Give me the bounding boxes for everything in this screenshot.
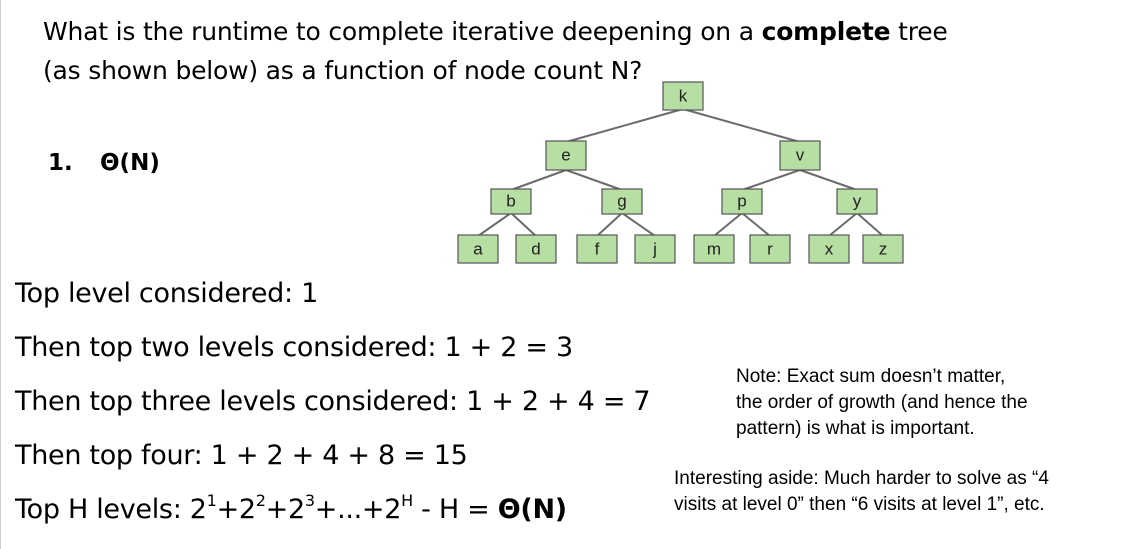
aside-line-1: Interesting aside: Much harder to solve … [674,468,1049,489]
tree-node-f: f [576,234,618,264]
tree-node-k: k [662,81,704,111]
edge-y-x [828,212,858,237]
step-5: Top H levels: 21+22+23+...+2H - H = Θ(N) [15,491,567,526]
tree-node-label: v [796,146,805,165]
note-line-1: Note: Exact sum doesn’t matter, [736,366,1006,387]
edge-k-v [682,108,801,143]
slide-left-border [0,0,1,549]
tree-node-j: j [634,234,676,264]
tree-node-x: x [808,234,850,264]
tree-node-g: g [601,188,643,215]
step-5-t4: - H = [412,494,498,525]
tree-node-e: e [545,140,587,171]
edge-b-a [477,212,512,237]
tree-node-d: d [515,234,557,264]
note-box: Note: Exact sum doesn’t matter, the orde… [736,364,1028,442]
step-5-t2: +2 [265,494,306,525]
step-1: Top level considered: 1 [15,278,318,309]
step-5-t1: +2 [216,494,257,525]
tree-node-label: e [561,146,570,165]
step-5-t3: +...+2 [314,494,402,525]
tree-node-label: k [679,87,688,106]
step-5-sup1: 1 [206,491,217,510]
answer-option: 1. Θ(N) [48,147,160,179]
answer-text: Θ(N) [100,150,160,176]
tree-node-v: v [779,140,821,171]
step-5-sup4: H [401,491,413,510]
edge-g-j [621,212,656,237]
tree-node-label: r [767,240,773,259]
note-line-2: the order of growth (and hence the [736,392,1028,413]
edge-k-e [565,108,684,143]
question-bold-word: complete [761,17,891,46]
tree-node-y: y [836,188,878,215]
question-part2: tree [890,17,948,46]
edge-v-p [741,169,801,191]
tree-node-m: m [693,234,735,264]
edge-y-z [856,212,884,237]
edge-e-b [510,169,567,191]
tree-node-label: b [506,192,515,211]
tree-node-b: b [490,188,532,215]
step-2: Then top two levels considered: 1 + 2 = … [15,332,573,363]
tree-node-label: a [473,240,483,259]
answer-number: 1. [48,150,73,176]
tree-nodes: k e v b g p y a [457,81,904,264]
tree-node-label: g [617,192,626,211]
tree-edges [477,108,884,237]
aside-line-2: visits at level 0” then “6 visits at lev… [674,494,1045,515]
tree-node-p: p [721,188,763,215]
tree-node-label: z [879,240,888,259]
tree-node-label: j [652,240,657,259]
question-line2: (as shown below) as a function of node c… [43,56,643,85]
step-4: Then top four: 1 + 2 + 4 + 8 = 15 [15,440,468,471]
edge-e-g [565,169,623,191]
tree-node-label: d [531,240,540,259]
tree-node-label: x [825,240,834,259]
edge-b-d [510,212,537,237]
tree-node-r: r [749,234,791,264]
step-5-sup2: 2 [255,491,266,510]
tree-node-label: y [853,192,862,211]
tree-node-a: a [457,234,499,264]
step-5-prefix: Top H levels: 2 [15,494,207,525]
question-part1: What is the runtime to complete iterativ… [43,17,762,46]
question-text: What is the runtime to complete iterativ… [43,12,1003,90]
tree-node-label: f [595,240,600,259]
edge-g-f [596,212,623,237]
aside-box: Interesting aside: Much harder to solve … [674,466,1049,518]
note-line-3: pattern) is what is important. [736,418,975,439]
step-5-result: Θ(N) [497,494,567,525]
tree-node-label: p [737,192,746,211]
tree-node-label: m [707,240,721,259]
edge-p-r [741,212,771,237]
step-5-sup3: 3 [304,491,315,510]
step-3: Then top three levels considered: 1 + 2 … [15,386,651,417]
edge-p-m [713,212,743,237]
tree-node-z: z [862,234,904,264]
edge-v-y [799,169,858,191]
